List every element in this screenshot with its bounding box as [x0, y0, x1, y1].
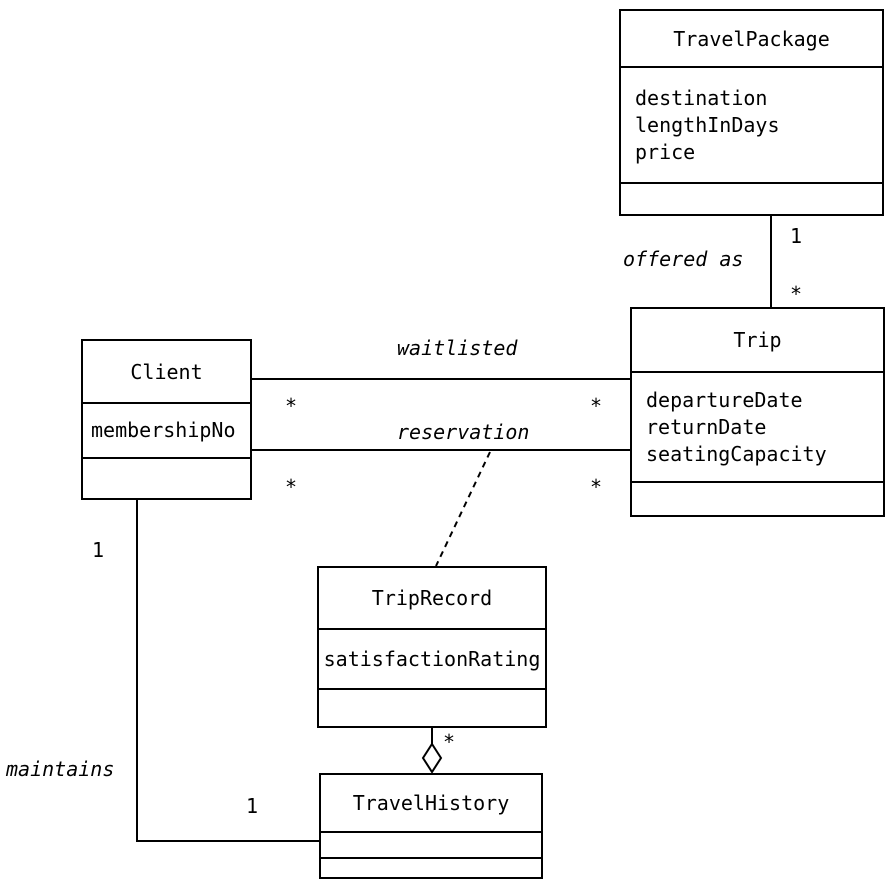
class-trip-record[interactable]: TripRecord satisfactionRating — [317, 566, 547, 728]
attribute: satisfactionRating — [323, 646, 541, 671]
class-name: TripRecord — [319, 568, 545, 630]
attribute: seatingCapacity — [646, 441, 827, 466]
multiplicity-package-side: 1 — [790, 224, 803, 248]
class-attributes: membershipNo — [83, 404, 250, 459]
multiplicity-maintains-history-side: 1 — [246, 794, 259, 818]
multiplicity-waitlisted-trip-side: * — [590, 394, 603, 418]
class-name: TravelPackage — [621, 11, 882, 68]
reservation-label: reservation — [397, 420, 530, 444]
class-operations — [321, 859, 541, 877]
class-name: Trip — [632, 309, 883, 373]
class-operations — [319, 690, 545, 726]
multiplicity-reservation-client-side: * — [285, 475, 298, 499]
attribute: departureDate — [646, 387, 803, 412]
class-travel-package[interactable]: TravelPackage destination lengthInDays p… — [619, 9, 884, 216]
multiplicity-aggregation-record-side: * — [443, 730, 456, 754]
class-attributes: satisfactionRating — [319, 630, 545, 690]
class-name: Client — [83, 341, 250, 404]
multiplicity-reservation-trip-side: * — [590, 475, 603, 499]
reservation-association-class-link — [435, 451, 491, 567]
maintains-label: maintains — [6, 757, 115, 781]
attribute: returnDate — [646, 414, 767, 439]
class-travel-history[interactable]: TravelHistory — [319, 773, 543, 879]
class-attributes: departureDate returnDate seatingCapacity — [632, 373, 883, 483]
attribute: destination — [635, 85, 768, 110]
attribute: lengthInDays — [635, 112, 780, 137]
class-operations — [632, 483, 883, 515]
class-operations — [83, 459, 250, 498]
offered-as-label: offered as — [623, 247, 744, 271]
aggregation-diamond-icon — [421, 742, 443, 774]
class-client[interactable]: Client membershipNo — [81, 339, 252, 500]
multiplicity-maintains-client-side: 1 — [92, 538, 105, 562]
multiplicity-trip-package-side: * — [790, 282, 803, 306]
class-attributes: destination lengthInDays price — [621, 68, 882, 184]
maintains-association-line — [136, 499, 320, 842]
class-operations — [621, 184, 882, 214]
class-attributes — [321, 833, 541, 859]
waitlisted-label: waitlisted — [397, 336, 518, 360]
attribute: membershipNo — [91, 418, 236, 442]
attribute: price — [635, 139, 696, 164]
class-trip[interactable]: Trip departureDate returnDate seatingCap… — [630, 307, 885, 517]
class-name: TravelHistory — [321, 775, 541, 833]
multiplicity-waitlisted-client-side: * — [285, 394, 298, 418]
